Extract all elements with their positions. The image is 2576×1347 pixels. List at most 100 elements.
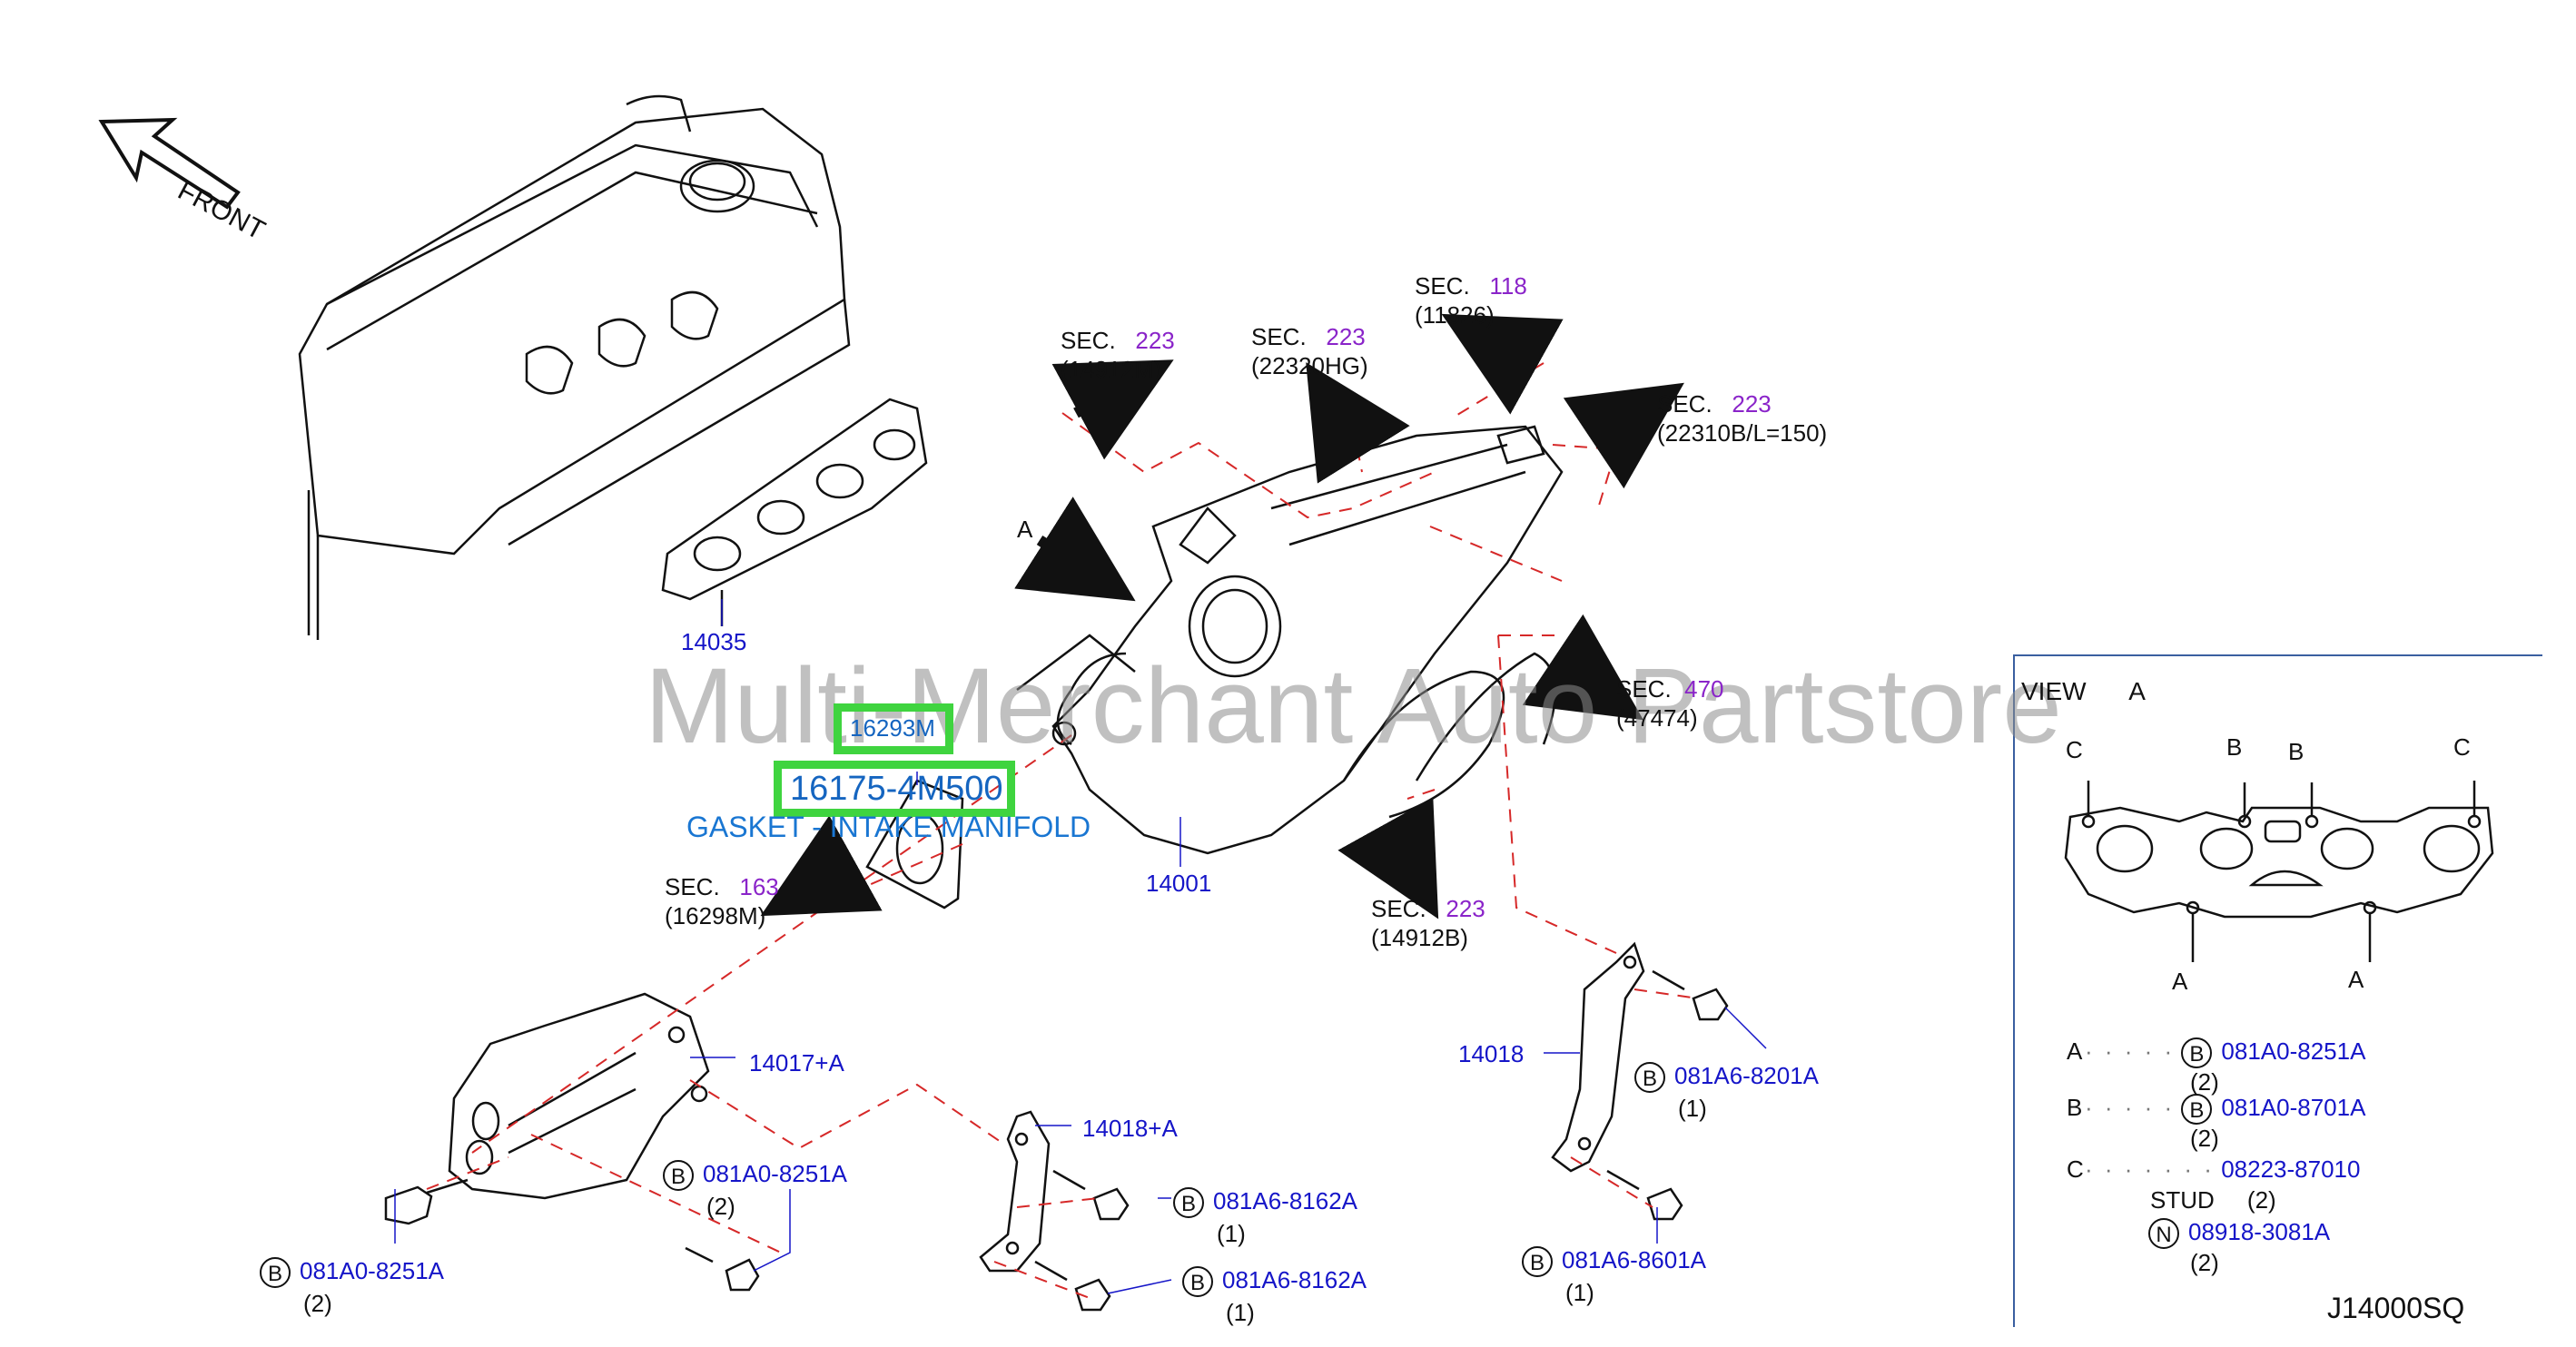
part-16293m[interactable]: 16293M	[850, 714, 935, 742]
legend-leader: · · · · · · ·	[2085, 1155, 2215, 1183]
bolt-drawings	[384, 969, 1729, 1312]
bolt-qty: (1)	[1565, 1279, 1594, 1306]
legend-leader: · · · · ·	[2085, 1093, 2176, 1121]
bolt-number[interactable]: 081A6-8162A	[1213, 1186, 1358, 1214]
bolt-number[interactable]: 081A6-8601A	[1562, 1245, 1707, 1273]
bolt-type-circle: B	[1634, 1062, 1665, 1093]
diagram-code: J14000SQ	[2327, 1292, 2465, 1324]
sec-number[interactable]: 223	[1135, 327, 1175, 354]
sec-label: SEC.	[1251, 323, 1307, 350]
sec-label: SEC.	[1415, 272, 1470, 300]
bolt-type-circle: B	[260, 1257, 291, 1288]
legend-part-number[interactable]: 081A0-8251A	[2221, 1037, 2366, 1065]
bolt-callout-14018-lower[interactable]: B 081A6-8601A (1)	[1522, 1246, 1706, 1304]
sec-ref-47474[interactable]: SEC. 470 (47474)	[1616, 677, 1724, 730]
view-label-b-2: B	[2288, 738, 2305, 765]
sec-number[interactable]: 223	[1446, 895, 1485, 922]
bolt-number[interactable]: 081A6-8162A	[1222, 1265, 1367, 1293]
sec-label: SEC.	[1657, 390, 1712, 418]
arrow-sec-11826	[1441, 313, 1564, 415]
sec-ref-code: (14912B)	[1371, 924, 1468, 951]
legend-key: C	[2067, 1155, 2084, 1183]
part-14018[interactable]: 14018	[1458, 1040, 1525, 1067]
view-a-arrow-label: A	[1017, 516, 1033, 543]
sec-ref-code: (14912M)	[1061, 356, 1162, 383]
legend-qty: (2)	[2190, 1125, 2219, 1152]
sec-ref-22310b[interactable]: SEC. 223 (22310B/L=150)	[1657, 392, 1827, 445]
sec-number[interactable]: 118	[1489, 272, 1527, 300]
legend-leader: · · · · ·	[2085, 1037, 2176, 1065]
legend-row-a[interactable]: A· · · · · B 081A0-8251A (2)	[2067, 1037, 2365, 1094]
bolt-number[interactable]: 081A0-8251A	[703, 1159, 848, 1187]
sec-label: SEC.	[665, 873, 720, 900]
view-label-c-left: C	[2066, 736, 2083, 763]
view-title-word: VIEW	[2021, 677, 2087, 705]
sec-ref-code: (16298M)	[665, 902, 766, 929]
highlight-box-16175	[774, 761, 1015, 817]
view-label-a-right: A	[2348, 966, 2364, 993]
intake-manifold-drawing	[1016, 425, 1564, 855]
bolt-number[interactable]: 081A0-8251A	[300, 1256, 445, 1284]
bolt-type-circle: B	[1522, 1246, 1553, 1277]
arrow-sec-16298m	[760, 815, 883, 917]
legend-circle: B	[2181, 1037, 2213, 1068]
legend-key: B	[2067, 1093, 2083, 1121]
legend-row-n[interactable]: N 08918-3081A (2)	[2148, 1218, 2330, 1274]
legend-circle: N	[2148, 1218, 2179, 1249]
bolt-qty: (2)	[706, 1193, 735, 1220]
part-14035[interactable]: 14035	[681, 628, 747, 655]
legend-row-c[interactable]: C· · · · · · · 08223-87010 STUD (2)	[2067, 1157, 2360, 1212]
part-16175-4m500[interactable]: 16175-4M500	[790, 770, 1003, 808]
legend-qty: (2)	[2190, 1068, 2219, 1096]
view-label-c-right: C	[2453, 733, 2471, 761]
legend-qty: (2)	[2190, 1249, 2219, 1276]
bolt-callout-14018-upper[interactable]: B 081A6-8201A (1)	[1634, 1062, 1819, 1120]
sec-number[interactable]: 470	[1684, 675, 1724, 703]
legend-part-number[interactable]: 08918-3081A	[2188, 1217, 2331, 1245]
sec-ref-16298m[interactable]: SEC. 163 (16298M)	[665, 875, 779, 928]
part-14017a[interactable]: 14017+A	[749, 1049, 844, 1077]
arrow-sec-14912m	[1051, 359, 1174, 460]
sec-ref-14912b[interactable]: SEC. 223 (14912B)	[1371, 897, 1485, 949]
bolt-qty: (1)	[1678, 1095, 1707, 1122]
bolt-type-circle: B	[1173, 1187, 1204, 1218]
bracket-14018-drawing	[1551, 941, 1645, 1173]
sec-ref-11826[interactable]: SEC. 118 (11826)	[1415, 274, 1527, 327]
bolt-qty: (2)	[303, 1290, 332, 1317]
sec-ref-14912m[interactable]: SEC. 223 (14912M)	[1061, 329, 1175, 381]
sec-number[interactable]: 223	[1732, 390, 1772, 418]
part-14001[interactable]: 14001	[1146, 870, 1212, 897]
bolt-qty: (1)	[1217, 1220, 1246, 1247]
legend-note: STUD	[2150, 1186, 2215, 1214]
section-arrows	[760, 313, 1684, 919]
bolt-qty: (1)	[1226, 1299, 1255, 1326]
sec-label: SEC.	[1371, 895, 1426, 922]
bolt-callout-14018a-upper[interactable]: B 081A6-8162A (1)	[1173, 1187, 1357, 1245]
legend-key: A	[2067, 1037, 2083, 1065]
front-arrow-icon	[98, 117, 241, 210]
arrow-sec-14912b	[1337, 797, 1439, 919]
view-label-b-1: B	[2226, 733, 2243, 761]
sec-number[interactable]: 223	[1326, 323, 1366, 350]
sec-ref-code: (22320HG)	[1251, 352, 1368, 379]
bolt-callout-left[interactable]: B 081A0-8251A (2)	[260, 1257, 444, 1315]
view-a-frame	[2013, 654, 2542, 1327]
sec-ref-22320hg[interactable]: SEC. 223 (22320HG)	[1251, 325, 1368, 378]
sec-label: SEC.	[1616, 675, 1672, 703]
legend-row-b[interactable]: B· · · · · B 081A0-8701A (2)	[2067, 1094, 2365, 1150]
part-14018a[interactable]: 14018+A	[1082, 1115, 1178, 1142]
sec-ref-code: (11826)	[1415, 301, 1495, 329]
legend-part-number[interactable]: 081A0-8701A	[2221, 1093, 2366, 1121]
legend-circle: B	[2181, 1094, 2213, 1125]
sec-number[interactable]: 163	[739, 873, 779, 900]
legend-part-number[interactable]: 08223-87010	[2221, 1155, 2361, 1183]
sec-ref-code: (47474)	[1616, 704, 1698, 732]
sec-ref-code: (22310B/L=150)	[1657, 419, 1828, 447]
bolt-number[interactable]: 081A6-8201A	[1674, 1061, 1820, 1089]
leader-lines	[394, 599, 1767, 1294]
part-description: GASKET - INTAKE MANIFOLD	[686, 811, 1091, 843]
